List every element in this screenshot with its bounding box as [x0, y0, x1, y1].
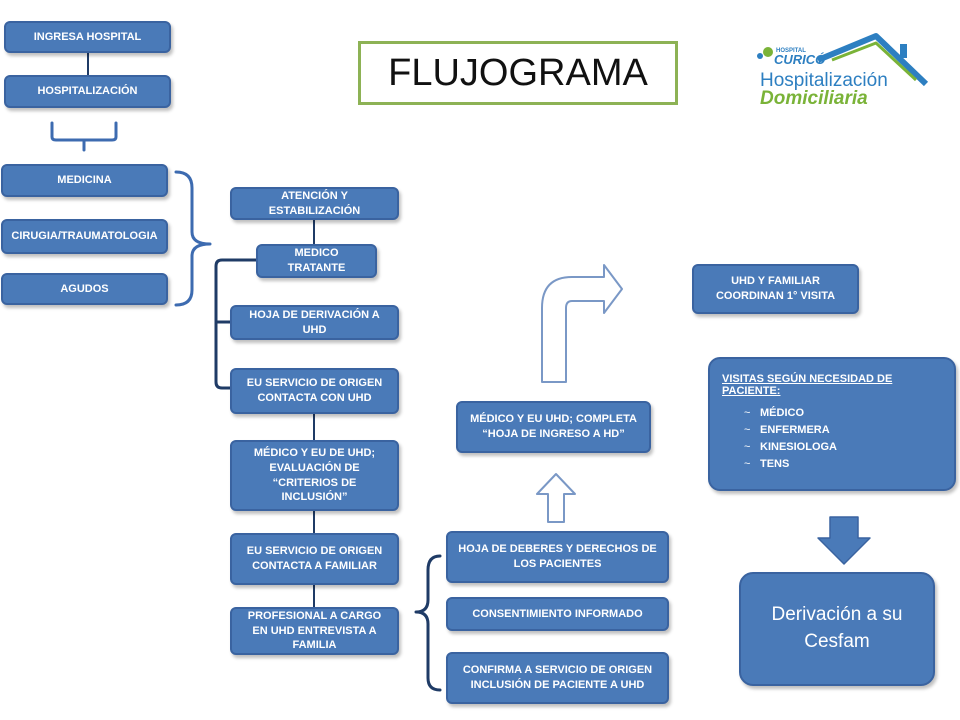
eu-servicio-familiar-box: EU SERVICIO DE ORIGEN CONTACTA A FAMILIA… — [230, 533, 399, 585]
logo-line2: Domiciliaria — [760, 88, 868, 109]
list-item: ~ TENS — [744, 458, 942, 470]
bullet-glyph: ~ — [744, 424, 751, 436]
uhd-familiar-box: UHD Y FAMILIAR COORDINAN 1° VISITA — [692, 264, 859, 314]
bracket-medico-group — [214, 258, 258, 390]
hospitalizacion-box: HOSPITALIZACIÓN — [4, 75, 171, 108]
profesional-box: PROFESIONAL A CARGO EN UHD ENTREVISTA A … — [230, 607, 399, 655]
logo-curico: CURICÓ — [774, 52, 826, 67]
down-arrow-solid — [817, 516, 871, 565]
deberes-box: HOJA DE DEBERES Y DERECHOS DE LOS PACIEN… — [446, 531, 669, 583]
bent-arrow-outline — [541, 264, 623, 383]
medico-tratante-box: MEDICO TRATANTE — [256, 244, 377, 278]
hospital-logo: HOSPITAL CURICÓ Hospitalización Domicili… — [748, 30, 928, 109]
visitas-heading: VISITAS SEGÚN NECESIDAD DE PACIENTE: — [722, 373, 893, 397]
logo-hospital-word: HOSPITAL — [776, 48, 806, 54]
medicina-box: MEDICINA — [1, 164, 168, 197]
confirma-box: CONFIRMA A SERVICIO DE ORIGEN INCLUSIÓN … — [446, 652, 669, 704]
logo-line1: Hospitalización — [760, 70, 888, 91]
list-item: ~ KINESIOLOGA — [744, 441, 942, 453]
brace-documents — [414, 554, 442, 692]
bullet-glyph: ~ — [744, 407, 751, 419]
consentimiento-box: CONSENTIMIENTO INFORMADO — [446, 597, 669, 631]
visitas-box: VISITAS SEGÚN NECESIDAD DE PACIENTE: ~ MÉ… — [708, 357, 956, 491]
medico-eu-uhd-box: MÉDICO Y EU DE UHD; EVALUACIÓN DE “CRITE… — [230, 440, 399, 511]
logo-graphic — [757, 33, 928, 87]
bracket-hospitalizacion — [50, 121, 118, 152]
bullet-glyph: ~ — [744, 441, 751, 453]
bullet-glyph: ~ — [744, 458, 751, 470]
visitas-list: ~ MÉDICO ~ ENFERMERA ~ KINESIOLOGA ~ TENS — [722, 407, 942, 470]
visitas-item-medico: MÉDICO — [760, 407, 804, 419]
visitas-item-tens: TENS — [760, 458, 790, 470]
brace-services — [174, 170, 212, 307]
page-title: FLUJOGRAMA — [358, 41, 678, 105]
hoja-derivacion-box: HOJA DE DERIVACIÓN A UHD — [230, 305, 399, 340]
atencion-box: ATENCIÓN Y ESTABILIZACIÓN — [230, 187, 399, 220]
cirugia-box: CIRUGIA/TRAUMATOLOGIA — [1, 219, 168, 254]
visitas-item-enfermera: ENFERMERA — [760, 424, 830, 436]
derivacion-cesfam-box: Derivación a su Cesfam — [739, 572, 935, 686]
list-item: ~ MÉDICO — [744, 407, 942, 419]
hoja-ingreso-box: MÉDICO Y EU UHD; COMPLETA “HOJA DE INGRE… — [456, 401, 651, 453]
eu-servicio-uhd-box: EU SERVICIO DE ORIGEN CONTACTA CON UHD — [230, 368, 399, 414]
visitas-item-kinesiologa: KINESIOLOGA — [760, 441, 838, 453]
list-item: ~ ENFERMERA — [744, 424, 942, 436]
up-arrow-outline — [536, 473, 576, 523]
ingresa-hospital-box: INGRESA HOSPITAL — [4, 21, 171, 53]
agudos-box: AGUDOS — [1, 273, 168, 305]
